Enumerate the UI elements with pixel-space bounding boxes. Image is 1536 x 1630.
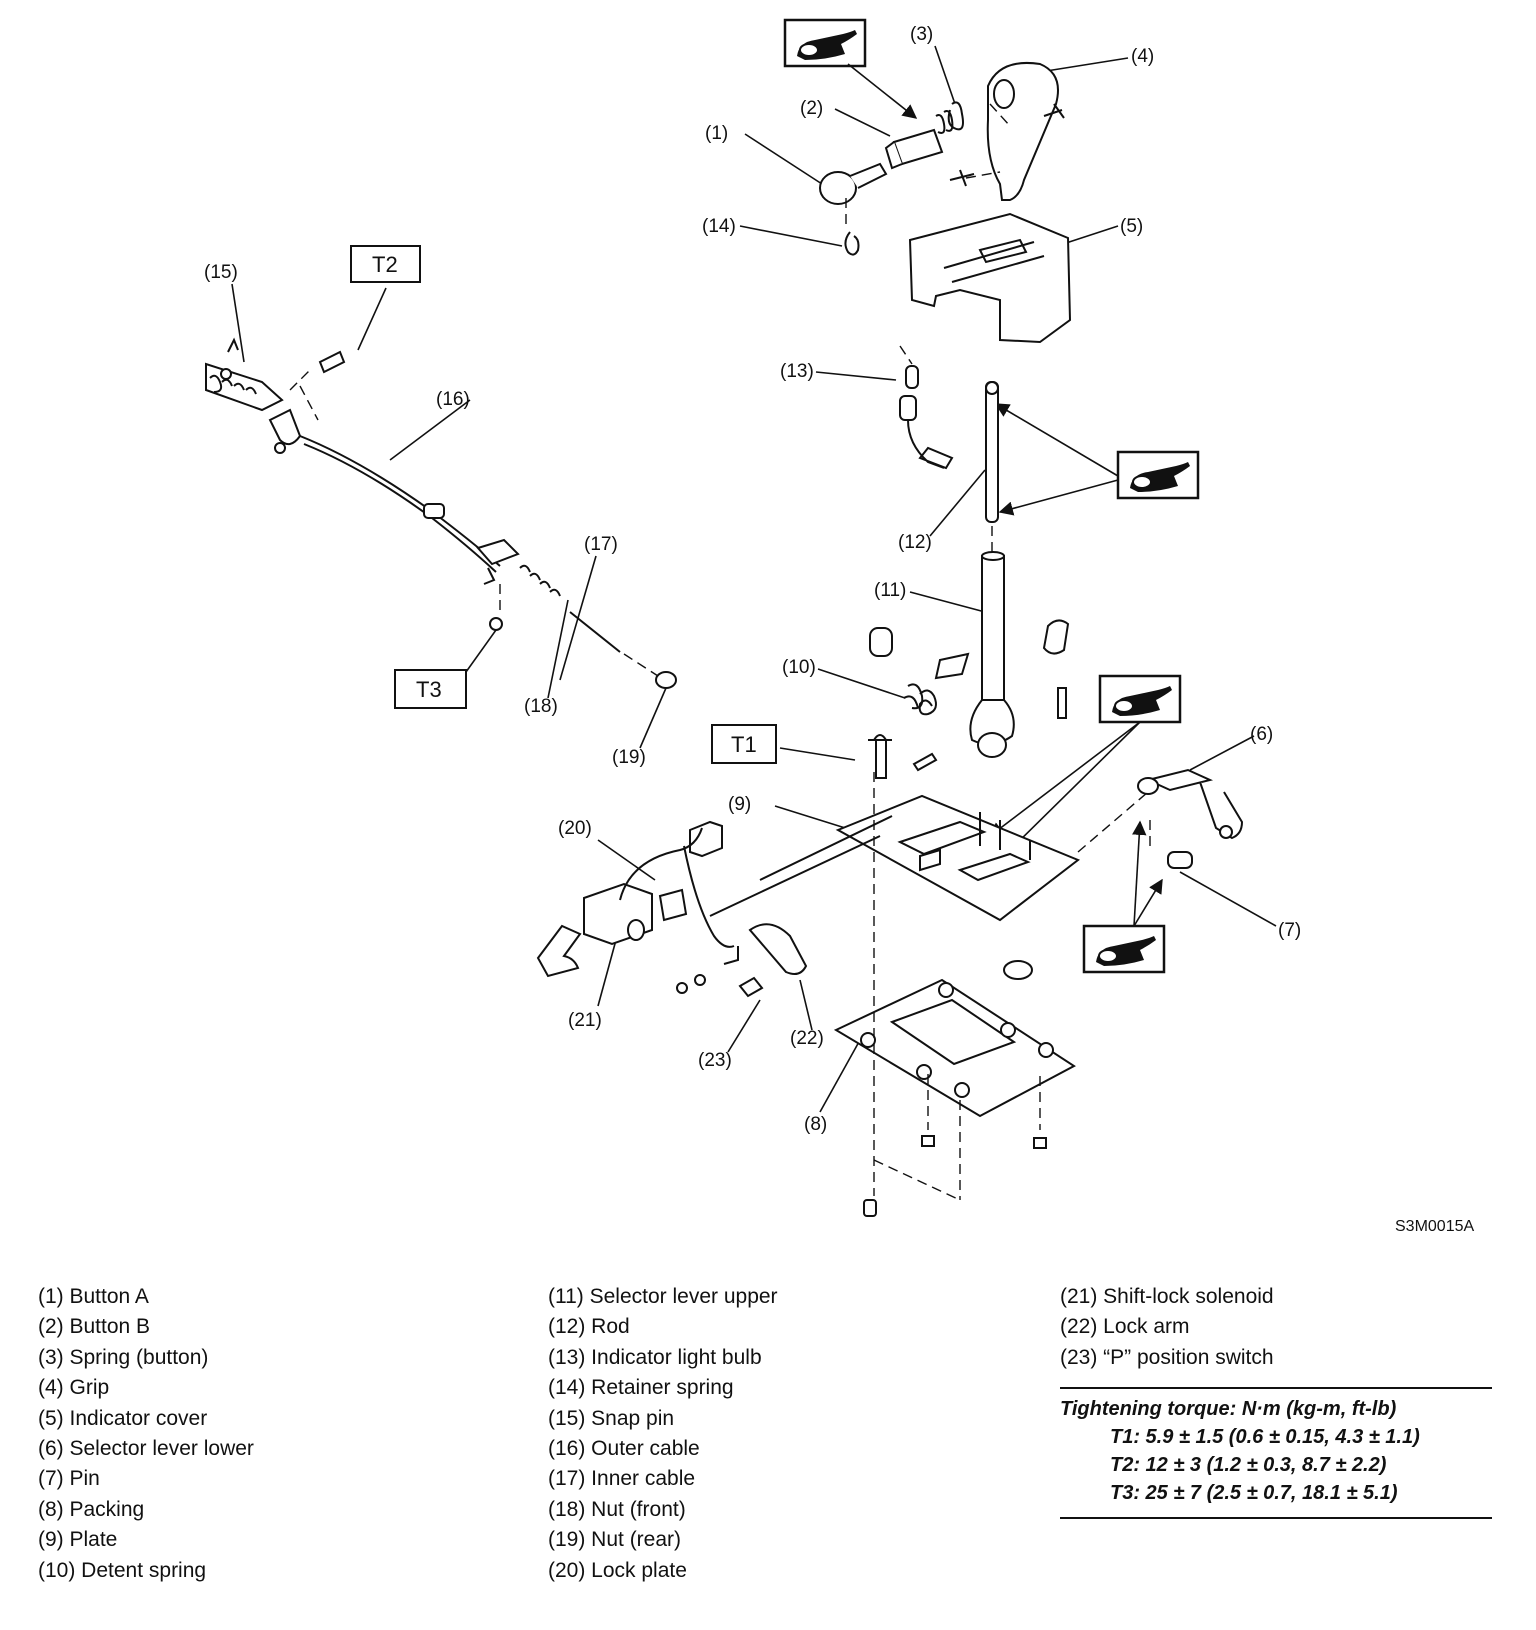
- callout-9: (9): [728, 794, 751, 815]
- callout-22: (22): [790, 1028, 824, 1049]
- callout-10: (10): [782, 657, 816, 678]
- parts-legend-column-3: (21) Shift-lock solenoid (22) Lock arm (…: [1060, 1282, 1274, 1373]
- legend-item: (5) Indicator cover: [38, 1406, 208, 1430]
- parts-legend-column-2: (11) Selector lever upper (12) Rod (13) …: [548, 1282, 778, 1586]
- grease-gun-icon: [1082, 924, 1166, 974]
- callout-17: (17): [584, 534, 618, 555]
- legend-item: (19) Nut (rear): [548, 1528, 682, 1552]
- callout-5: (5): [1120, 216, 1143, 237]
- legend-item: (4) Grip: [38, 1376, 110, 1400]
- legend-item: (15) Snap pin: [548, 1406, 675, 1430]
- callout-16: (16): [436, 389, 470, 410]
- torque-row-t1: T1: 5.9 ± 1.5 (0.6 ± 0.15, 4.3 ± 1.1): [1110, 1426, 1420, 1448]
- legend-item: (13) Indicator light bulb: [548, 1345, 762, 1369]
- callout-20: (20): [558, 818, 592, 839]
- legend-item: (21) Shift-lock solenoid: [1060, 1285, 1274, 1308]
- torque-tag-t1-label: T1: [731, 732, 757, 757]
- legend-item: (10) Detent spring: [38, 1558, 207, 1582]
- callout-2: (2): [800, 98, 823, 119]
- callout-1: (1): [705, 123, 728, 144]
- callout-11: (11): [874, 580, 906, 601]
- legend-item: (2) Button B: [38, 1315, 151, 1339]
- legend-item: (12) Rod: [548, 1315, 630, 1339]
- legend-item: (11) Selector lever upper: [548, 1285, 778, 1308]
- legend-item: (16) Outer cable: [548, 1437, 700, 1461]
- torque-tag-t3-label: T3: [416, 677, 442, 702]
- grease-gun-icon: [783, 18, 867, 68]
- legend-item: (17) Inner cable: [548, 1467, 696, 1491]
- callout-6: (6): [1250, 724, 1273, 745]
- torque-spec-box: Tightening torque: N·m (kg-m, ft-lb) T1:…: [1060, 1387, 1492, 1519]
- torque-tag-t2-label: T2: [372, 252, 398, 277]
- callout-3: (3): [910, 24, 933, 45]
- torque-row-t2: T2: 12 ± 3 (1.2 ± 0.3, 8.7 ± 2.2): [1110, 1454, 1387, 1476]
- callout-15: (15): [204, 262, 238, 283]
- callout-19: (19): [612, 747, 646, 768]
- torque-row-t3: T3: 25 ± 7 (2.5 ± 0.7, 18.1 ± 5.1): [1110, 1482, 1398, 1504]
- callout-7: (7): [1278, 920, 1301, 941]
- torque-tag-t2: T2: [350, 245, 421, 283]
- callout-4: (4): [1131, 46, 1154, 67]
- legend-item: (7) Pin: [38, 1467, 100, 1491]
- legend-item: (18) Nut (front): [548, 1497, 686, 1521]
- parts-legend-column-1: (1) Button A (2) Button B (3) Spring (bu…: [38, 1282, 254, 1586]
- callout-8: (8): [804, 1114, 827, 1135]
- legend-item: (3) Spring (button): [38, 1345, 209, 1369]
- legend-item: (23) “P” position switch: [1060, 1345, 1274, 1369]
- figure-id: S3M0015A: [1395, 1218, 1475, 1235]
- grease-gun-icon: [1098, 674, 1182, 724]
- legend-item: (1) Button A: [38, 1285, 149, 1308]
- grease-gun-icon: [1116, 450, 1200, 500]
- legend-item: (20) Lock plate: [548, 1558, 687, 1582]
- legend-item: (14) Retainer spring: [548, 1376, 734, 1400]
- exploded-diagram: (1) (2) (3) (4) (5) (6) (7) (8) (9) (10)…: [204, 18, 1301, 1217]
- torque-tag-t3: T3: [394, 669, 467, 709]
- callout-21: (21): [568, 1010, 602, 1031]
- callout-18: (18): [524, 696, 558, 717]
- callout-12: (12): [898, 532, 932, 553]
- legend-item: (22) Lock arm: [1060, 1315, 1190, 1339]
- torque-title: Tightening torque: N·m (kg-m, ft-lb): [1060, 1398, 1397, 1420]
- callout-13: (13): [780, 361, 814, 382]
- legend-item: (9) Plate: [38, 1528, 118, 1552]
- torque-tag-t1: T1: [711, 724, 777, 764]
- callout-23: (23): [698, 1050, 732, 1071]
- callout-14: (14): [702, 216, 736, 237]
- legend-item: (6) Selector lever lower: [38, 1437, 254, 1461]
- legend-item: (8) Packing: [38, 1497, 145, 1521]
